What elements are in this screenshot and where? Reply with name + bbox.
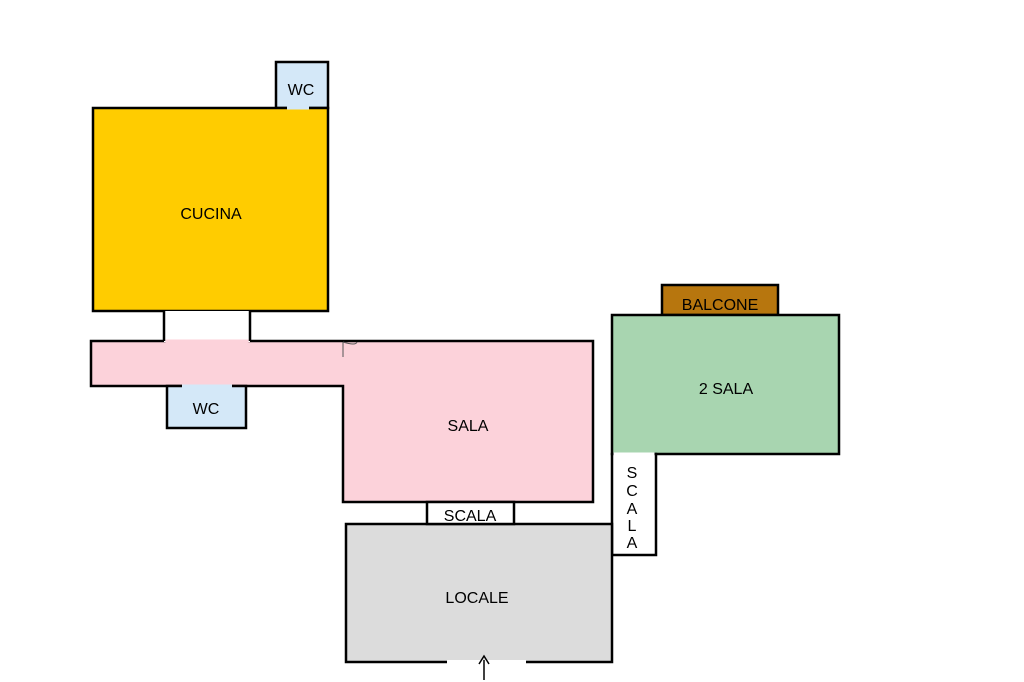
- room-wc-top: WC: [274, 60, 330, 110]
- sala2-area: [610, 313, 841, 456]
- scala-vertical-letter: A: [627, 535, 638, 552]
- door-swing-icon: [342, 341, 358, 357]
- scala-horizontal-area: [425, 500, 516, 526]
- scala-vertical-area: [610, 452, 658, 557]
- room-cucina: CUCINA: [91, 106, 330, 313]
- sala2-label: 2 SALA: [699, 381, 754, 398]
- scala-vertical-letter: C: [626, 483, 638, 500]
- balcone-area: [660, 283, 780, 317]
- scala-vertical-letter: S: [627, 465, 638, 482]
- scala-horizontal-label: SCALA: [444, 508, 497, 525]
- scala-vertical-letter: A: [627, 501, 638, 518]
- cucina-sala-passage: [164, 311, 250, 342]
- room-wc-bottom: WC: [165, 384, 248, 430]
- stair-scala-horizontal: SCALA: [425, 500, 516, 526]
- room-sala: SALA: [89, 311, 595, 504]
- scala-vertical-letter: L: [628, 518, 637, 535]
- cucina-label: CUCINA: [180, 206, 242, 223]
- room-2-sala: 2 SALA: [610, 313, 841, 456]
- room-locale: LOCALE: [344, 522, 614, 664]
- balcone-label: BALCONE: [682, 297, 758, 314]
- cucina-area: [91, 106, 330, 313]
- room-balcone: BALCONE: [660, 283, 780, 317]
- locale-label: LOCALE: [445, 590, 508, 607]
- wc-bottom-label: WC: [193, 401, 220, 418]
- wc-bottom-area: [165, 384, 248, 430]
- arrow-up-icon: [478, 654, 490, 680]
- sala-label: SALA: [448, 418, 489, 435]
- wc-top-label: WC: [288, 82, 315, 99]
- stair-scala-vertical: S C A L A: [610, 452, 658, 557]
- sala-area: [89, 339, 595, 504]
